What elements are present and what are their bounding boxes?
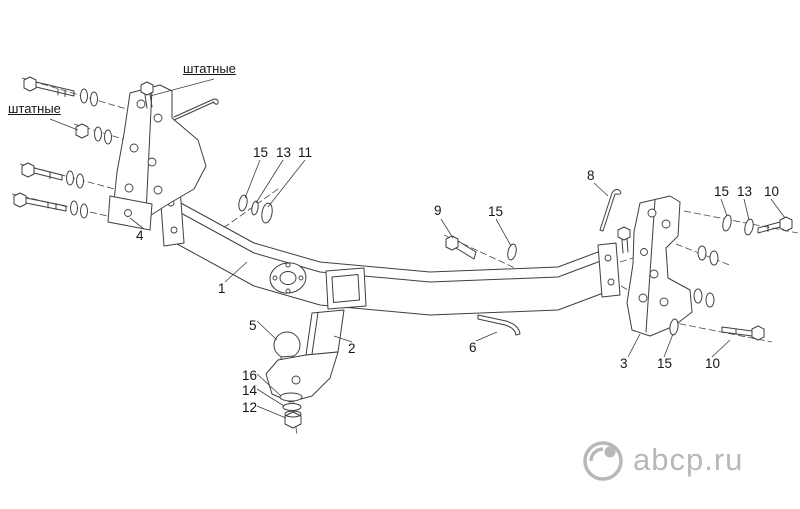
nut-12: [284, 410, 302, 429]
beam-right-end-plate: [597, 242, 621, 298]
ball-mount-plate: [265, 351, 339, 403]
stock-bolt-left: [75, 123, 112, 145]
watermark-logo-icon: [583, 441, 623, 481]
bolt-9: [445, 235, 477, 260]
stock-bolt-top: [140, 81, 154, 109]
left-bracket: [107, 81, 219, 231]
tow-ball: [273, 331, 301, 359]
receiver-tube: [325, 267, 367, 310]
washer-14: [282, 403, 302, 411]
washer-right-mid-2: [709, 250, 719, 266]
watermark: abcp.ru: [581, 437, 743, 483]
crossbeam: [159, 187, 621, 316]
bolt-top-left: [23, 76, 98, 107]
leader-lines: [49, 78, 786, 419]
pin-8: [599, 188, 622, 232]
washer-15-left: [238, 194, 248, 212]
right-bracket: [617, 195, 693, 337]
right-fasteners: [669, 214, 793, 341]
bolt-10-rightbottom: [721, 325, 765, 341]
pad-11: [261, 202, 273, 224]
ball-mount: [265, 309, 345, 429]
watermark-text: abcp.ru: [633, 442, 744, 477]
ball-flange: [269, 262, 307, 294]
bolt-bottom-left: [13, 192, 88, 219]
washer-right-low-2: [705, 292, 715, 308]
washer-15-righttop: [722, 214, 732, 232]
washer-13-left: [251, 200, 259, 216]
washer-15-middle: [507, 243, 517, 261]
washer-right-mid-1: [697, 245, 707, 261]
washer-16: [279, 392, 303, 402]
bolt-10-righttop: [757, 216, 793, 234]
center-fasteners: [445, 188, 622, 336]
rod-6: [477, 314, 521, 336]
bolt-mid-left: [21, 162, 84, 189]
left-fasteners: [13, 76, 273, 224]
ball-mount-shank: [305, 309, 345, 356]
cotter-pin: [173, 98, 219, 121]
washer-right-low-1: [693, 288, 703, 304]
washer-13-righttop: [744, 218, 754, 236]
bolt-above-right-bracket: [617, 226, 631, 254]
